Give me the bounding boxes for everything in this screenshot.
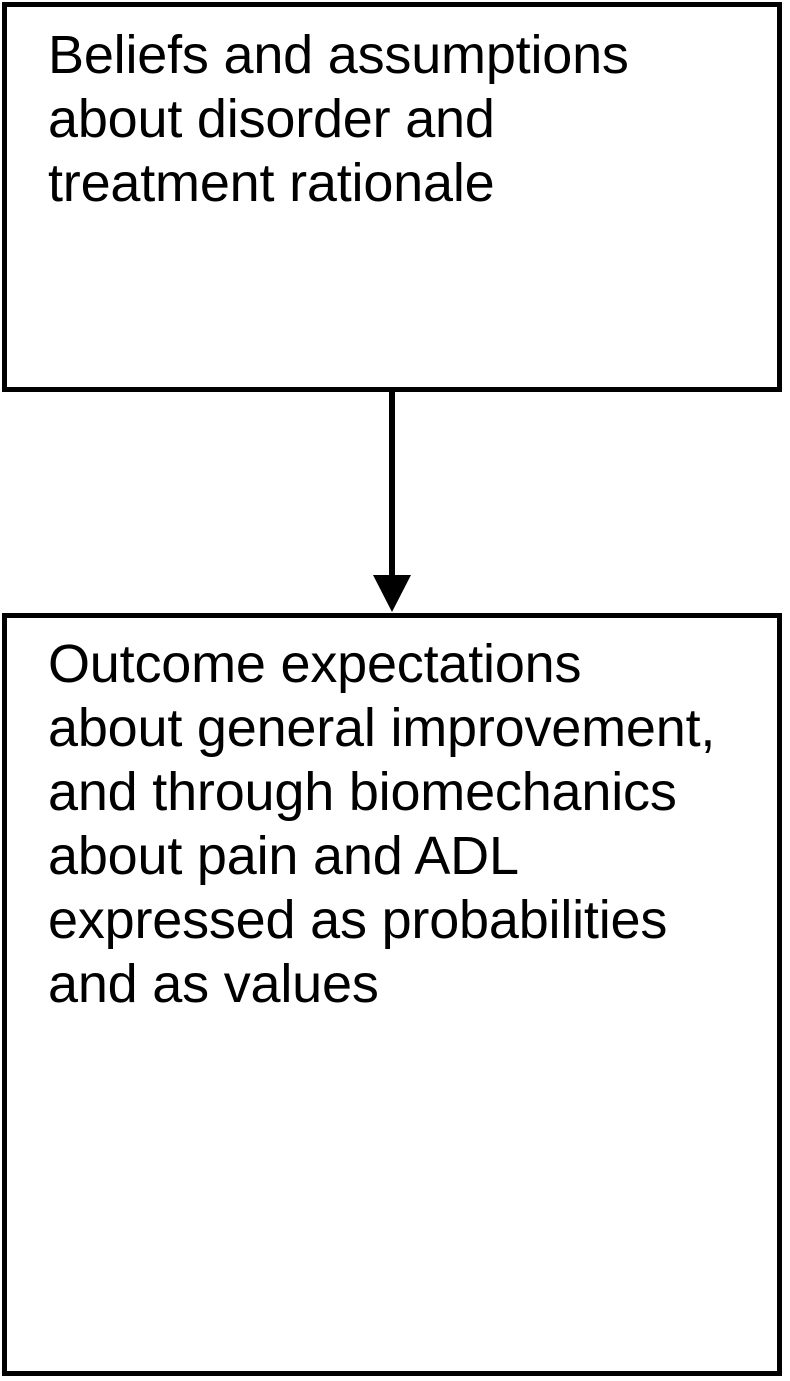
node-outcome-expectations: Outcome expectations about general impro… [2, 613, 782, 1376]
node-beliefs-and-assumptions: Beliefs and assumptions about disorder a… [2, 2, 782, 392]
arrow-beliefs-to-outcome [373, 390, 411, 612]
node-outcome-label: Outcome expectations about general impro… [48, 634, 716, 1014]
node-beliefs-label: Beliefs and assumptions about disorder a… [48, 25, 629, 213]
arrow-head-icon [373, 575, 411, 612]
